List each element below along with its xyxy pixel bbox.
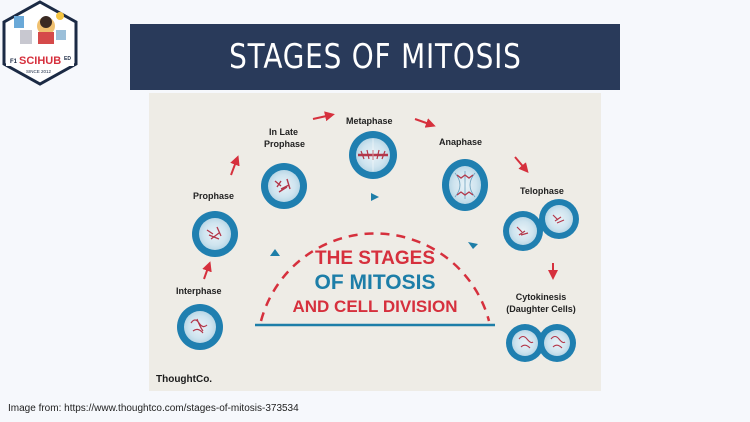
- anaphase-cell: [442, 159, 488, 211]
- metaphase-cell: [349, 131, 397, 179]
- label-prophase: Prophase: [193, 191, 234, 201]
- logo-suffix: ED: [64, 56, 71, 62]
- scihub-logo: F1 SCIHUB ED SINCE 2012: [0, 0, 80, 86]
- arc-arrow-left: [270, 249, 280, 256]
- arrow-anaphase-telophase: [514, 156, 529, 174]
- daughter-cells: [506, 324, 576, 362]
- arc-arrow-top: [371, 193, 379, 201]
- logo-since: SINCE 2012: [26, 69, 52, 74]
- late-prophase-cell: [261, 163, 307, 209]
- cycle-arc: [259, 232, 491, 322]
- thoughtco-brand: ThoughtCo.: [156, 374, 212, 385]
- logo-prefix: F1: [10, 59, 18, 65]
- mitosis-figure: THE STAGES OF MITOSIS AND CELL DIVISION …: [149, 93, 601, 391]
- label-metaphase: Metaphase: [346, 116, 393, 126]
- arc-arrow-right: [468, 242, 478, 249]
- telophase-cell: [503, 199, 579, 251]
- headline-line2: OF MITOSIS: [315, 271, 436, 294]
- label-cytokinesis-1: Cytokinesis: [516, 292, 567, 302]
- image-source-caption: Image from: https://www.thoughtco.com/st…: [8, 403, 299, 414]
- prophase-cell: [192, 211, 238, 257]
- headline-line3: AND CELL DIVISION: [293, 297, 458, 316]
- arrow-metaphase-anaphase: [414, 118, 436, 128]
- interphase-cell: [177, 304, 223, 350]
- label-telophase: Telophase: [520, 186, 564, 196]
- title-bar: STAGES OF MITOSIS: [130, 24, 620, 90]
- label-cytokinesis-2: (Daughter Cells): [506, 304, 576, 314]
- headline-line1: THE STAGES: [315, 248, 435, 269]
- logo-main: SCIHUB: [19, 55, 61, 67]
- label-interphase: Interphase: [176, 286, 222, 296]
- page-title: STAGES OF MITOSIS: [228, 37, 522, 77]
- arrow-prophase-lateprophase: [230, 155, 240, 176]
- label-late-prophase-2: Prophase: [264, 139, 305, 149]
- arrow-interphase-prophase: [202, 261, 212, 280]
- arrow-lateprophase-metaphase: [312, 111, 335, 122]
- label-anaphase: Anaphase: [439, 137, 482, 147]
- label-late-prophase-1: In Late: [269, 127, 298, 137]
